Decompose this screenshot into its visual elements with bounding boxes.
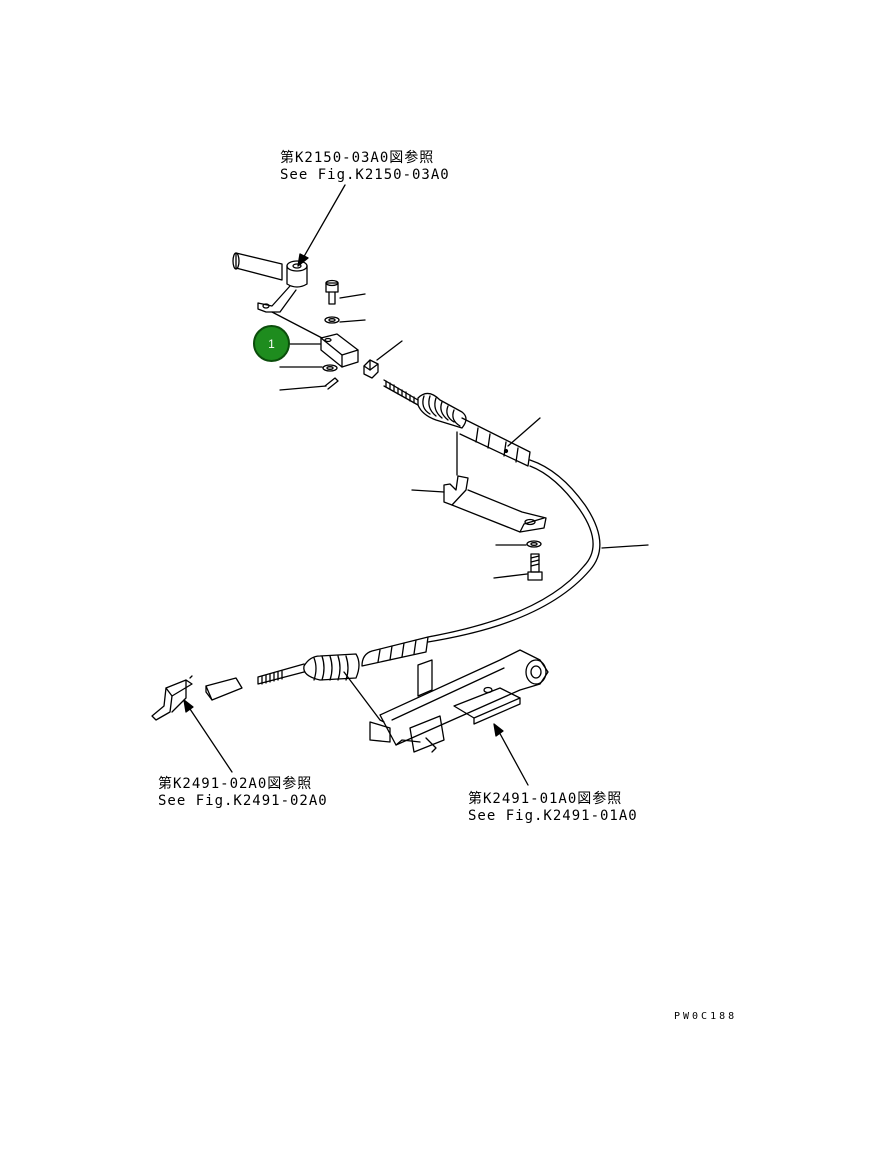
cable-lower-end [258, 637, 428, 722]
reference-label-left: 第K2491-02A0図参照 See Fig.K2491-02A0 [158, 776, 328, 810]
washer-top [325, 317, 365, 323]
cable-body [428, 460, 648, 642]
reference-jp-top: 第K2150-03A0図参照 [280, 150, 435, 166]
bracket [412, 476, 546, 532]
lever-tip [152, 676, 192, 720]
handle-knob [206, 678, 242, 700]
reference-en-left: See Fig.K2491-02A0 [158, 793, 328, 809]
cable-upper-end [384, 380, 540, 475]
bolt-top [326, 281, 365, 305]
bolt-bracket [494, 554, 542, 580]
reference-label-top: 第K2150-03A0図参照 See Fig.K2150-03A0 [280, 150, 450, 184]
leader-arrow-right-ref [494, 724, 528, 785]
leader-arrow-top-ref [298, 185, 345, 266]
reference-en-right: See Fig.K2491-01A0 [468, 808, 638, 824]
washer-lower [280, 365, 337, 371]
nut [364, 341, 402, 378]
part-callout-number: 1 [268, 336, 275, 351]
reference-jp-left: 第K2491-02A0図参照 [158, 776, 313, 792]
reference-en-top: See Fig.K2150-03A0 [280, 167, 450, 183]
lever-arm [233, 253, 322, 338]
lever-frame [370, 650, 548, 752]
reference-label-right: 第K2491-01A0図参照 See Fig.K2491-01A0 [468, 791, 638, 825]
part-callout-1[interactable]: 1 [253, 325, 290, 362]
leader-arrow-left-ref [184, 700, 232, 772]
split-pin [280, 378, 338, 390]
reference-jp-right: 第K2491-01A0図参照 [468, 791, 623, 807]
washer-bracket [496, 541, 541, 547]
drawing-code: PW0C188 [674, 1011, 738, 1022]
clevis-block [290, 334, 358, 367]
